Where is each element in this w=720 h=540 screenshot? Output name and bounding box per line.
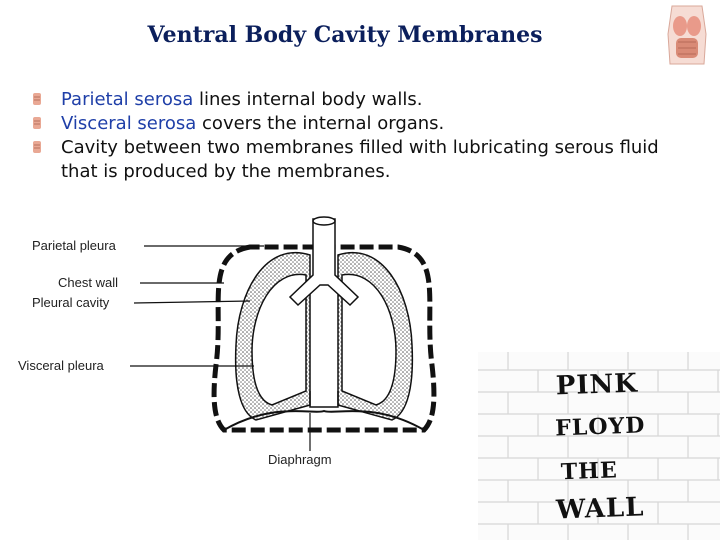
label-pleural-cavity: Pleural cavity — [32, 295, 110, 310]
album-line-4: WALL — [555, 492, 645, 526]
bullet-text: Cavity between two membranes filled with… — [61, 137, 659, 182]
bullet-list: Parietal serosa lines internal body wall… — [30, 88, 690, 184]
album-line-3: THE — [560, 457, 619, 486]
album-title-lettering: PINK FLOYD THE WALL — [549, 366, 646, 529]
term-highlight: Visceral serosa — [61, 113, 197, 134]
bullet-item: Cavity between two membranes filled with… — [30, 136, 690, 184]
page-title: Ventral Body Cavity Membranes — [147, 22, 543, 48]
organ-bullet-icon — [33, 93, 41, 105]
organ-bullet-icon — [33, 117, 41, 129]
lung-pleura-diagram: Parietal pleura Chest wall Pleural cavit… — [14, 215, 474, 475]
term-highlight: Parietal serosa — [61, 89, 194, 110]
lung-illustration — [130, 216, 437, 451]
bullet-item: Visceral serosa covers the internal orga… — [30, 112, 690, 136]
torso-anatomy-icon — [667, 5, 707, 65]
organ-bullet-icon — [33, 141, 41, 153]
brick-wall-image — [478, 352, 720, 540]
label-chest-wall: Chest wall — [58, 275, 118, 290]
label-diaphragm: Diaphragm — [268, 452, 332, 467]
label-visceral-pleura: Visceral pleura — [18, 358, 104, 373]
album-line-1: PINK — [555, 368, 639, 402]
bullet-text: covers the internal organs. — [196, 113, 445, 134]
label-parietal-pleura: Parietal pleura — [32, 238, 116, 253]
bullet-item: Parietal serosa lines internal body wall… — [30, 88, 690, 112]
bullet-text: lines internal body walls. — [193, 89, 423, 110]
album-line-2: FLOYD — [554, 412, 646, 442]
